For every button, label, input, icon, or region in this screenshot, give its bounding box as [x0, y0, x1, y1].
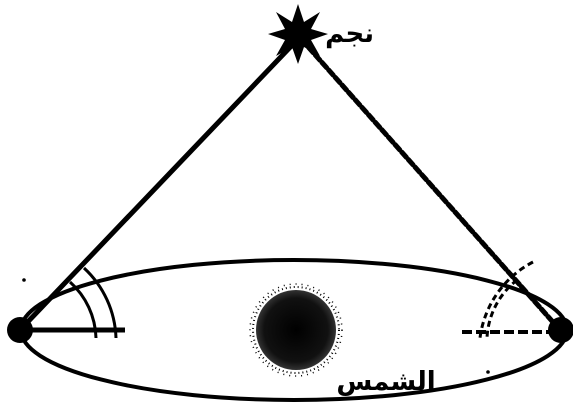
- star-icon: [268, 4, 328, 64]
- sight-line-left: [20, 40, 297, 330]
- sun-label: الشمس: [336, 367, 435, 397]
- sight-line-right: [302, 40, 560, 330]
- stray-dot: [486, 370, 490, 374]
- sun: [250, 284, 342, 376]
- stray-dot: [22, 278, 26, 282]
- earth-position-right: [548, 317, 573, 343]
- earth-position-left: [7, 317, 33, 343]
- star-label: نجم: [325, 19, 374, 49]
